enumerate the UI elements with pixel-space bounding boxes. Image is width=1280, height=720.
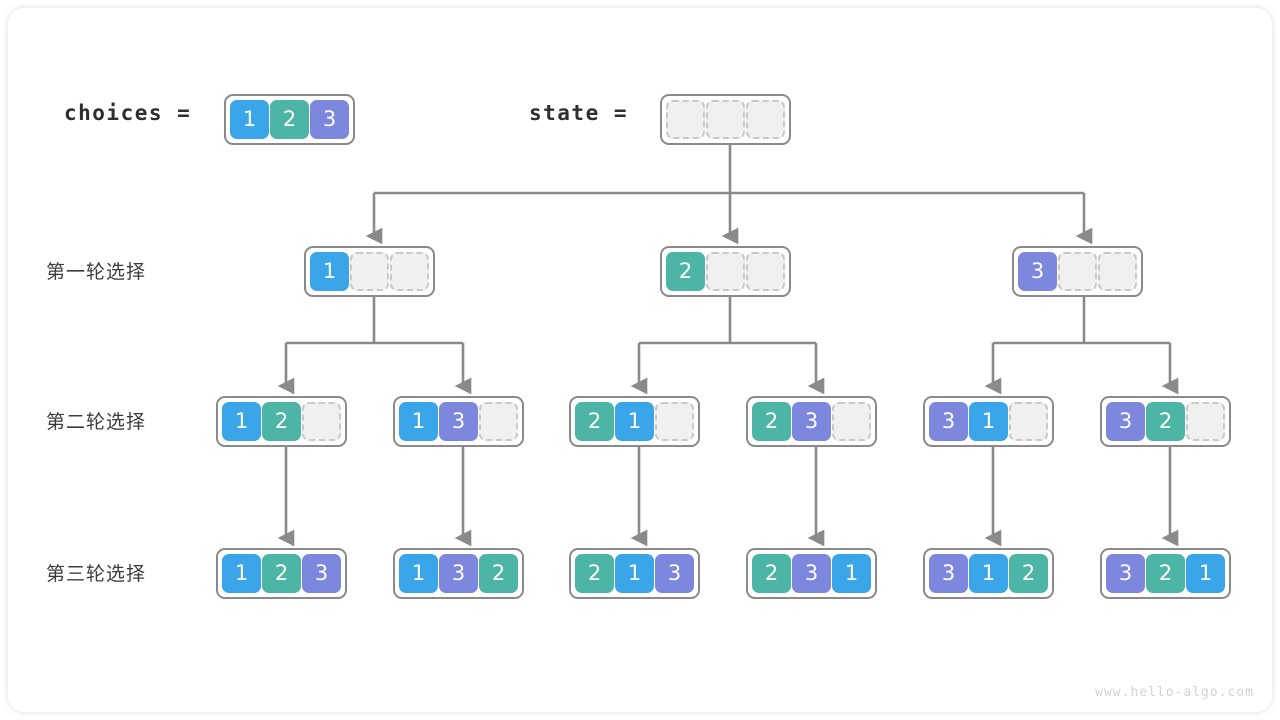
cell-value: 2 — [575, 554, 614, 593]
cell-value: 2 — [752, 402, 791, 441]
cell-empty — [302, 402, 341, 441]
cell-value: 2 — [1146, 402, 1185, 441]
cell-empty — [1098, 252, 1137, 291]
level1-node-1: 1 — [304, 246, 435, 297]
level3-node-231: 2 3 1 — [746, 548, 877, 599]
watermark: www.hello-algo.com — [1095, 685, 1254, 700]
choices-cell-2: 3 — [310, 100, 349, 139]
cell-value: 3 — [302, 554, 341, 593]
cell-value: 3 — [655, 554, 694, 593]
cell-value: 1 — [615, 402, 654, 441]
cell-value: 2 — [1009, 554, 1048, 593]
cell-empty — [655, 402, 694, 441]
level2-node-32: 3 2 — [1100, 396, 1231, 447]
level3-node-123: 1 2 3 — [216, 548, 347, 599]
cell-value: 1 — [969, 402, 1008, 441]
cell-value: 3 — [439, 402, 478, 441]
diagram-card: choices = 1 2 3 state = 第一轮选择 第二轮选择 第三轮选… — [8, 8, 1272, 712]
cell-value: 1 — [310, 252, 349, 291]
level2-node-12: 1 2 — [216, 396, 347, 447]
cell-value: 3 — [792, 402, 831, 441]
diagram-stage: choices = 1 2 3 state = 第一轮选择 第二轮选择 第三轮选… — [8, 8, 1272, 712]
cell-empty — [390, 252, 429, 291]
level1-node-2: 2 — [660, 246, 791, 297]
cell-value: 3 — [1106, 402, 1145, 441]
cell-empty — [746, 252, 785, 291]
cell-empty — [479, 402, 518, 441]
cell-value: 2 — [262, 554, 301, 593]
state-cell-1 — [706, 100, 745, 139]
cell-value: 3 — [792, 554, 831, 593]
cell-empty — [1186, 402, 1225, 441]
state-array — [660, 94, 791, 145]
cell-value: 1 — [1186, 554, 1225, 593]
choices-cell-0: 1 — [230, 100, 269, 139]
row-label-round-3: 第三轮选择 — [46, 563, 147, 585]
cell-value: 2 — [575, 402, 614, 441]
state-cell-0 — [666, 100, 705, 139]
cell-value: 1 — [399, 402, 438, 441]
state-label: state = — [529, 101, 629, 125]
choices-label: choices = — [64, 101, 192, 125]
cell-value: 3 — [929, 554, 968, 593]
cell-value: 2 — [479, 554, 518, 593]
cell-empty — [832, 402, 871, 441]
cell-empty — [350, 252, 389, 291]
level2-node-13: 1 3 — [393, 396, 524, 447]
cell-empty — [1058, 252, 1097, 291]
level3-node-213: 2 1 3 — [569, 548, 700, 599]
cell-value: 3 — [439, 554, 478, 593]
row-label-round-2: 第二轮选择 — [46, 411, 147, 433]
cell-empty — [1009, 402, 1048, 441]
cell-value: 3 — [929, 402, 968, 441]
level2-node-31: 3 1 — [923, 396, 1054, 447]
cell-value: 3 — [1018, 252, 1057, 291]
cell-value: 3 — [1106, 554, 1145, 593]
cell-value: 1 — [615, 554, 654, 593]
cell-empty — [706, 252, 745, 291]
choices-array: 1 2 3 — [224, 94, 355, 145]
choices-cell-1: 2 — [270, 100, 309, 139]
cell-value: 1 — [832, 554, 871, 593]
tree-connectors — [277, 141, 1179, 547]
level2-node-21: 2 1 — [569, 396, 700, 447]
cell-value: 1 — [222, 402, 261, 441]
cell-value: 2 — [752, 554, 791, 593]
level1-node-3: 3 — [1012, 246, 1143, 297]
state-cell-2 — [746, 100, 785, 139]
cell-value: 1 — [969, 554, 1008, 593]
cell-value: 2 — [262, 402, 301, 441]
cell-value: 1 — [222, 554, 261, 593]
row-label-round-1: 第一轮选择 — [46, 261, 147, 283]
level3-node-132: 1 3 2 — [393, 548, 524, 599]
cell-value: 1 — [399, 554, 438, 593]
cell-value: 2 — [666, 252, 705, 291]
level2-node-23: 2 3 — [746, 396, 877, 447]
level3-node-312: 3 1 2 — [923, 548, 1054, 599]
level3-node-321: 3 2 1 — [1100, 548, 1231, 599]
cell-value: 2 — [1146, 554, 1185, 593]
